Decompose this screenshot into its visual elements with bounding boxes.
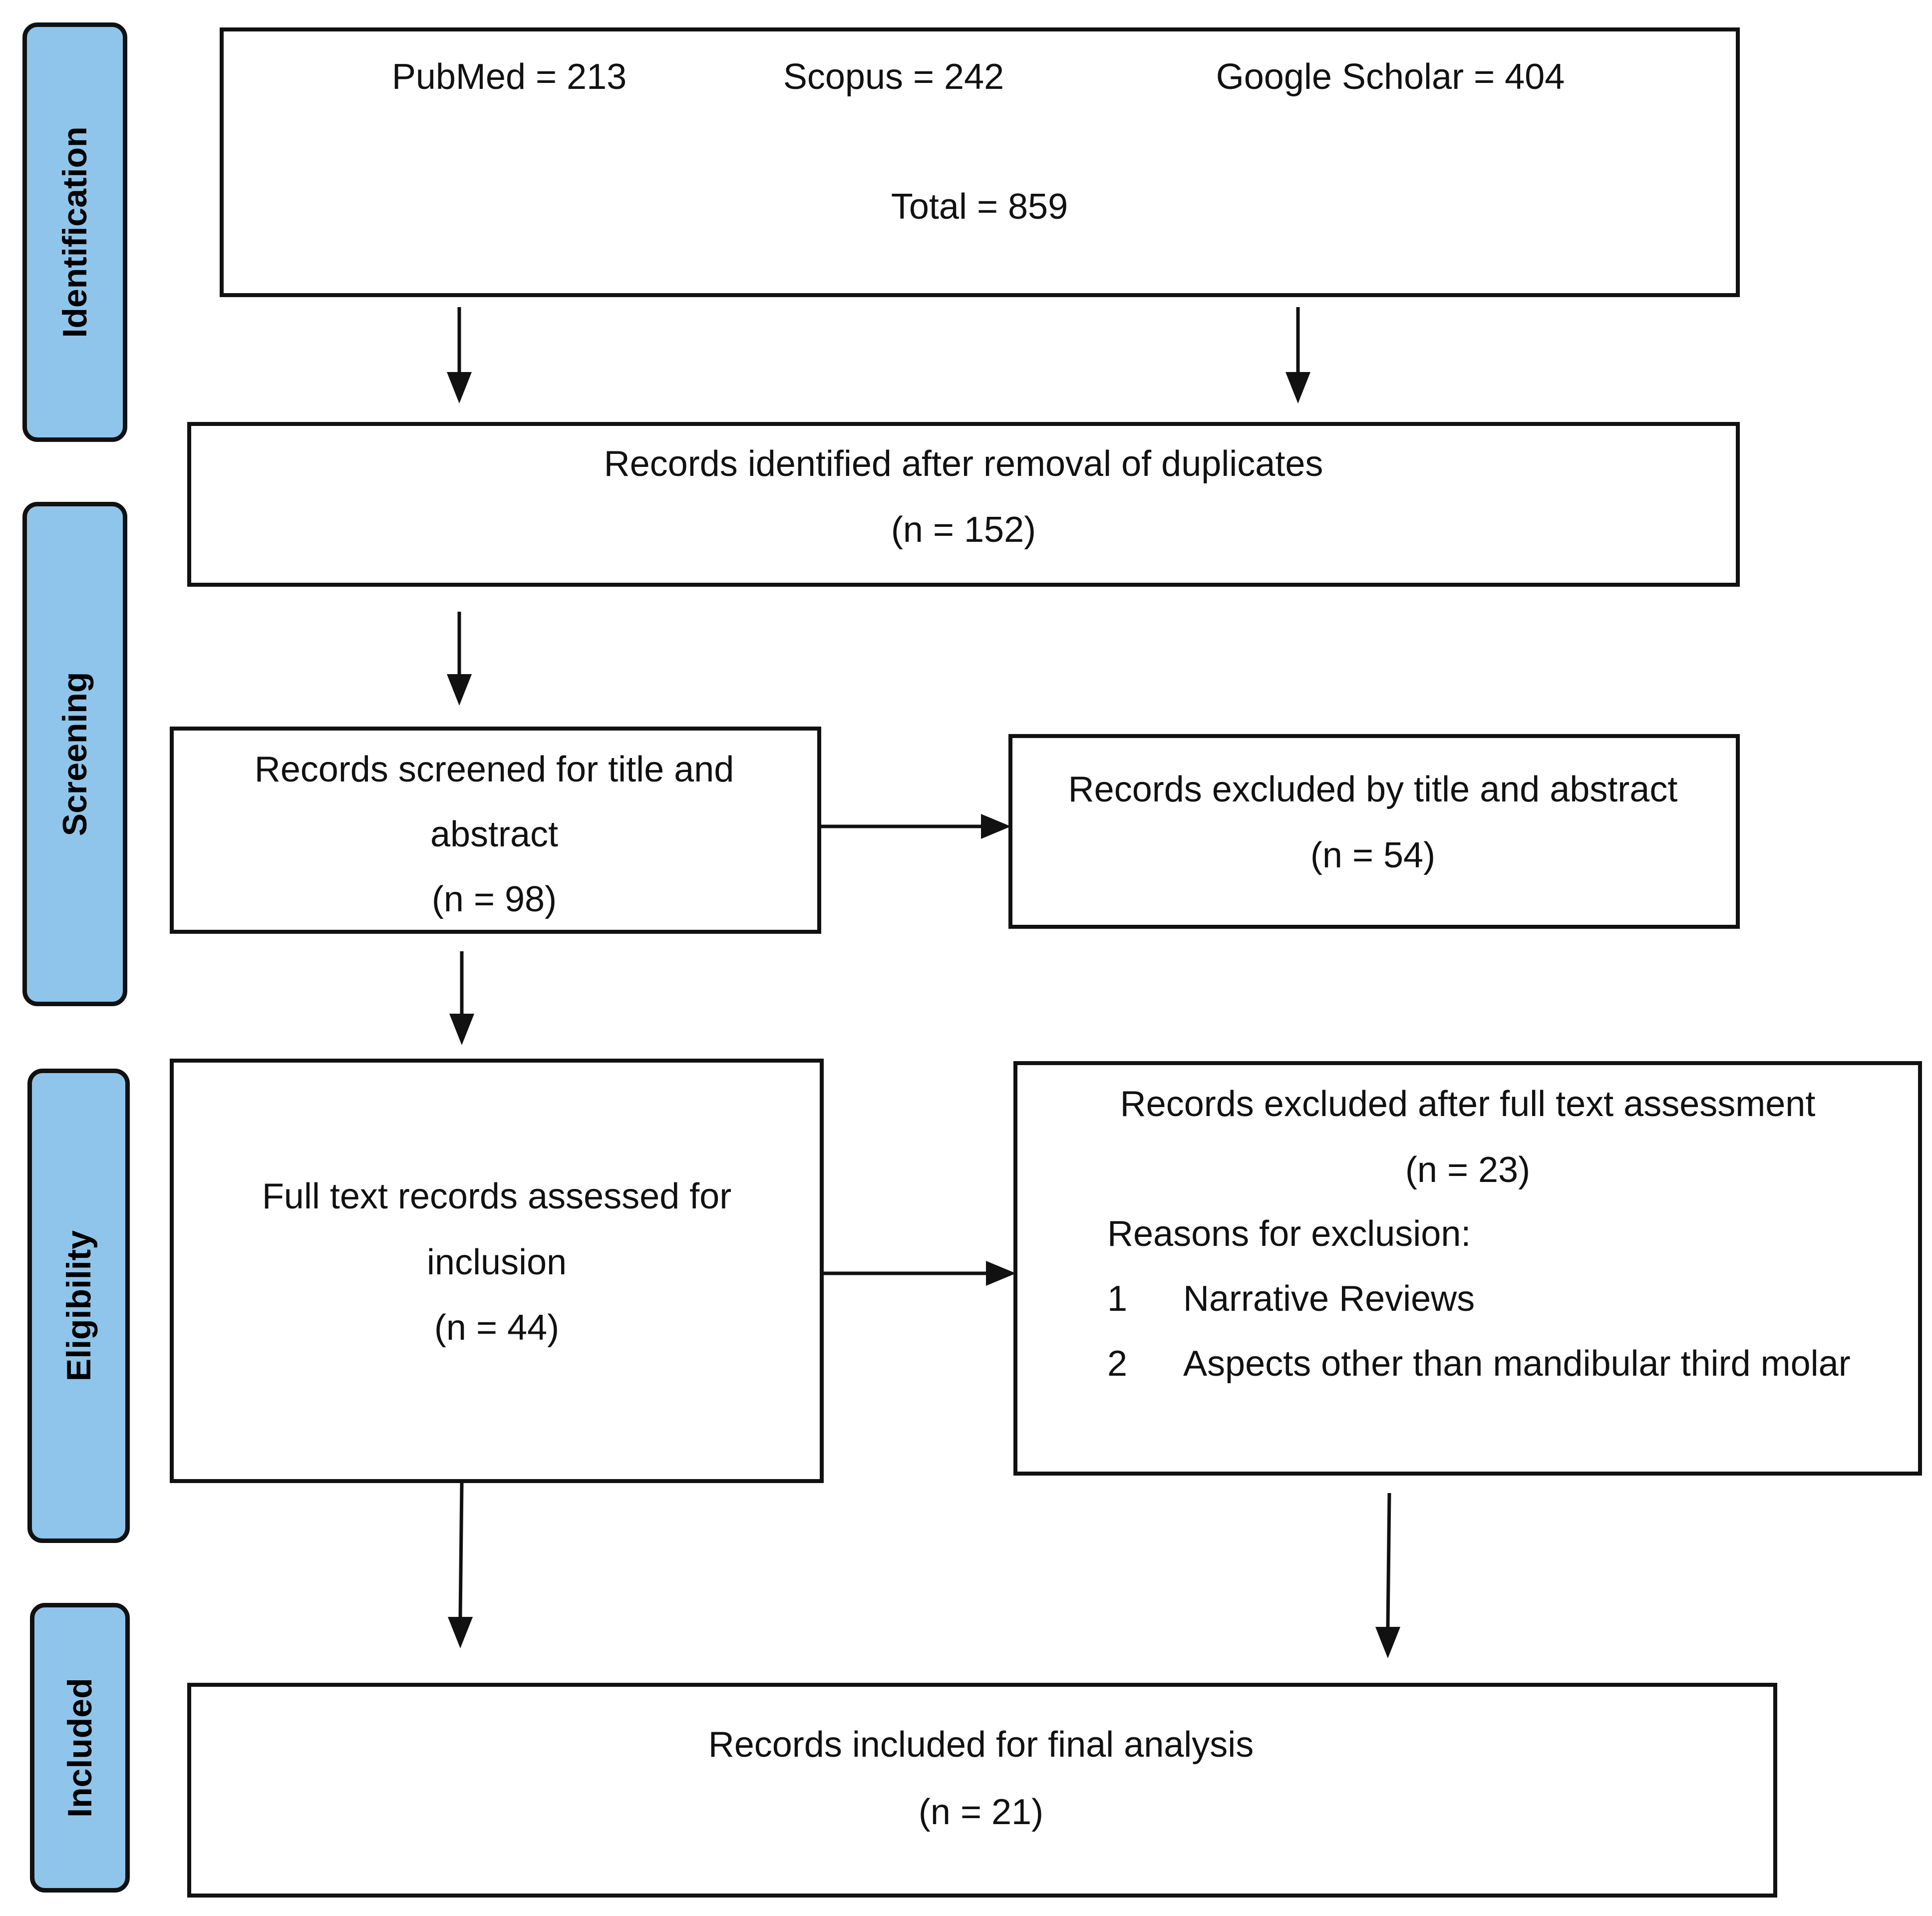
- arrow-ident-left: [447, 307, 472, 403]
- excluded-title-box: [1008, 734, 1740, 929]
- screened-line1: Records screened for title and: [254, 750, 734, 789]
- arrow-fulltext-to-included: [448, 1483, 473, 1648]
- excluded-title-line1: Records excluded by title and abstract: [1068, 769, 1678, 809]
- reason-2-text: Aspects other than mandibular third mola…: [1183, 1344, 1851, 1384]
- duplicates-box: [187, 422, 1740, 587]
- stage-included: Included: [30, 1603, 130, 1893]
- included-box: [187, 1683, 1777, 1898]
- fulltext-line1: Full text records assessed for: [262, 1176, 732, 1216]
- identification-box: [220, 27, 1740, 297]
- stage-screening: Screening: [22, 502, 127, 1006]
- duplicates-line1: Records identified after removal of dupl…: [604, 444, 1323, 484]
- fulltext-line2: inclusion: [426, 1242, 567, 1282]
- excluded-fulltext-box: [1013, 1061, 1922, 1476]
- reasons-heading: Reasons for exclusion:: [1107, 1214, 1471, 1254]
- arrow-excluded-to-included: [1375, 1493, 1400, 1658]
- arrow-dup-to-screen: [447, 612, 472, 706]
- arrow-ident-right: [1286, 307, 1310, 403]
- arrow-fulltext-to-excluded: [824, 1261, 1016, 1286]
- reason-1-number: 1: [1107, 1279, 1128, 1319]
- arrow-screen-to-fulltext: [449, 951, 474, 1045]
- duplicates-count: (n = 152): [891, 510, 1036, 550]
- fulltext-box: [170, 1059, 824, 1483]
- fulltext-count: (n = 44): [434, 1308, 560, 1348]
- scopus-count: Scopus = 242: [783, 57, 1004, 97]
- stage-eligibility: Eligibility: [27, 1069, 130, 1543]
- included-count: (n = 21): [918, 1792, 1044, 1832]
- screened-box: [170, 727, 821, 934]
- screened-count: (n = 98): [431, 879, 557, 919]
- stage-identification: Identification: [22, 22, 127, 442]
- pubmed-count: PubMed = 213: [391, 57, 627, 97]
- arrow-screen-to-excluded: [821, 814, 1011, 839]
- screened-line2: abstract: [430, 814, 559, 854]
- excluded-title-count: (n = 54): [1310, 835, 1436, 875]
- excluded-fulltext-line1: Records excluded after full text assessm…: [1120, 1084, 1816, 1124]
- reason-2-number: 2: [1107, 1344, 1128, 1384]
- included-line1: Records included for final analysis: [708, 1725, 1254, 1765]
- google-scholar-count: Google Scholar = 404: [1216, 57, 1565, 97]
- reason-1-text: Narrative Reviews: [1183, 1279, 1475, 1319]
- total-count: Total = 859: [891, 187, 1068, 227]
- excluded-fulltext-count: (n = 23): [1405, 1150, 1531, 1190]
